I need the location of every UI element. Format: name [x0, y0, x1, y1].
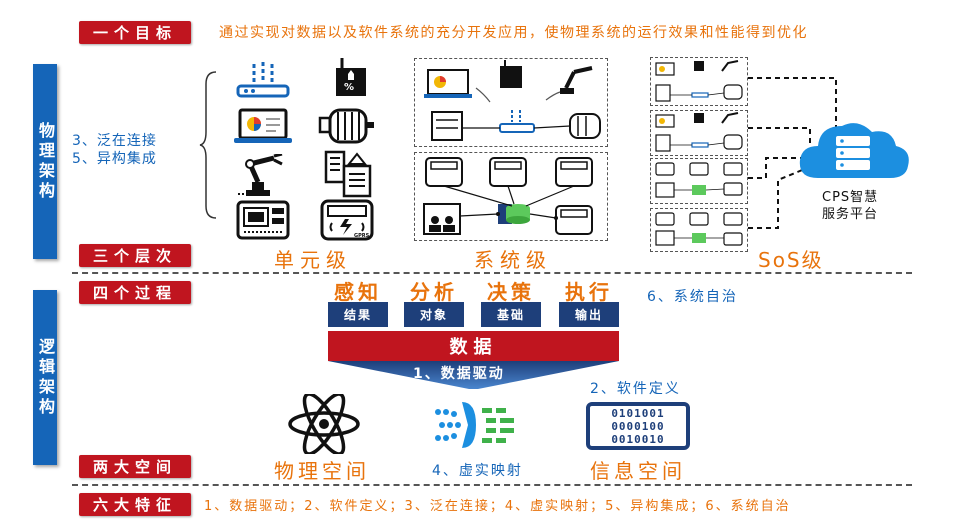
sos-network-icons [655, 60, 743, 246]
physical-section-bar: 物理架构 [33, 64, 57, 259]
output-output: 输出 [559, 302, 619, 327]
output-object: 对象 [404, 302, 464, 327]
feature-ubiquitous-connection: 3、泛在连接 [72, 133, 157, 149]
process-perception: 感知 [334, 280, 382, 304]
mapping-icon [435, 402, 514, 448]
device-label-gprs: GPRS [354, 233, 370, 239]
tiers-tag: 三个层次 [79, 244, 191, 267]
cloud-label-line2: 服务平台 [822, 207, 879, 222]
virtual-real-mapping-label: 4、虚实映射 [432, 463, 523, 479]
router-icon [236, 62, 290, 98]
data-driver-label: 1、数据驱动 [413, 366, 505, 382]
process-tag: 四个过程 [79, 281, 191, 304]
info-space-label: 信息空间 [590, 459, 686, 483]
feature-heterogeneous-integration: 5、异构集成 [72, 151, 157, 167]
sos-box-2 [650, 110, 748, 156]
process-execution: 执行 [565, 280, 613, 304]
logical-section-bar: 逻辑架构 [33, 290, 57, 465]
section-divider-bottom [72, 484, 912, 486]
goal-text: 通过实现对数据以及软件系统的充分开发应用，使物理系统的运行效果和性能得到优化 [219, 25, 808, 41]
sos-box-3 [650, 158, 748, 204]
process-decision: 决策 [487, 280, 535, 304]
output-result: 结果 [328, 302, 388, 327]
cloud-platform-icon [799, 123, 909, 178]
system-network-top [424, 60, 601, 141]
binary-line-1: 0101001 [611, 406, 665, 420]
system-network-bottom [423, 157, 593, 235]
binary-line-2: 0000100 [611, 419, 665, 433]
cloud-label-line1: CPS智慧 [822, 190, 879, 205]
industrial-device-icon [236, 200, 290, 240]
feature-software-defined: 2、软件定义 [590, 381, 681, 397]
tier-system: 系统级 [474, 248, 552, 272]
sos-box-4 [650, 208, 748, 252]
sensor-icon: % [336, 58, 366, 96]
motor-icon [318, 108, 374, 144]
atom-icon [288, 394, 360, 454]
feature-autonomy: 6、系统自治 [647, 289, 738, 305]
brace-icon [199, 71, 217, 219]
goal-tag: 一个目标 [79, 21, 191, 44]
sos-cloud-links [748, 77, 837, 229]
six-features-tag: 六大特征 [79, 493, 191, 516]
tier-sos: SoS级 [758, 248, 824, 272]
process-analysis: 分析 [410, 280, 458, 304]
physical-space-label: 物理空间 [274, 459, 370, 483]
system-box-top [414, 58, 608, 147]
output-foundation: 基础 [481, 302, 541, 327]
control-panel-icon [324, 150, 372, 198]
svg-text:%: % [344, 82, 354, 93]
six-features-text: 1、数据驱动；2、软件定义；3、泛在连接；4、虚实映射；5、异构集成；6、系统自… [204, 499, 791, 514]
spaces-tag: 两大空间 [79, 455, 191, 478]
smart-meter-icon: GPRS [320, 199, 374, 241]
system-box-bottom [414, 152, 608, 241]
data-bar: 数据 [328, 331, 619, 361]
sos-box-1 [650, 57, 748, 106]
binary-code-icon: 0101001 0000100 0010010 [586, 402, 690, 450]
binary-line-3: 0010010 [611, 432, 665, 446]
robot-arm-icon [238, 154, 283, 196]
data-funnel [328, 361, 619, 389]
tier-unit: 单元级 [274, 248, 352, 272]
section-divider-top [72, 272, 912, 274]
laptop-icon [234, 108, 292, 143]
